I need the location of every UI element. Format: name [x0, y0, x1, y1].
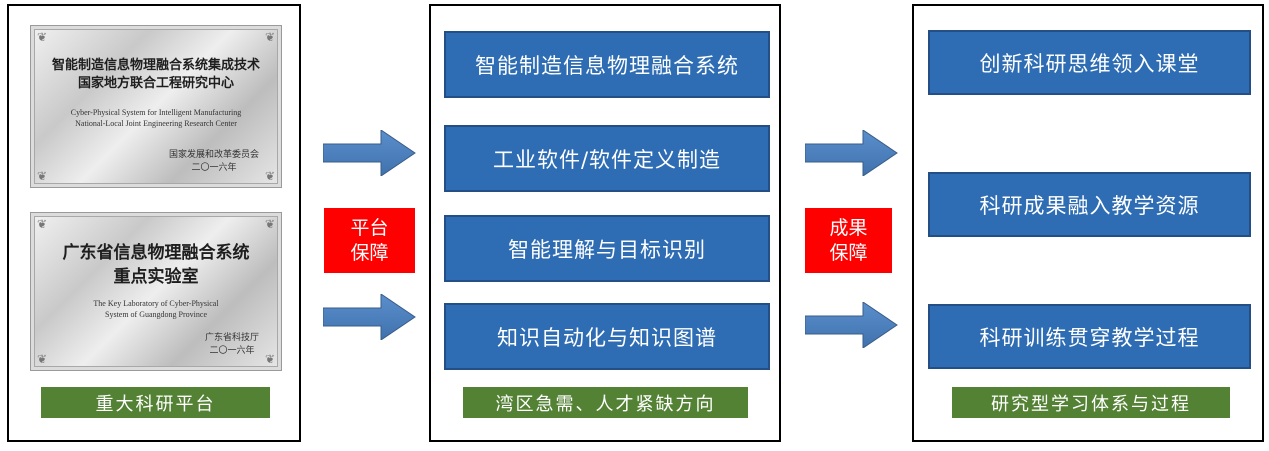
direction-label: 湾区急需、人才紧缺方向: [463, 387, 748, 418]
platform-guarantee-label: 平台 保障: [324, 208, 415, 273]
plaque-en-line1: The Key Laboratory of Cyber-Physical: [93, 299, 219, 308]
learning-system-label: 研究型学习体系与过程: [952, 387, 1230, 418]
plaque-en-line2: System of Guangdong Province: [105, 310, 207, 319]
direction-item-knowledge-graph: 知识自动化与知识图谱: [444, 303, 770, 370]
platform-guarantee-line1: 平台: [350, 216, 389, 239]
plaque-title-line2: 重点实验室: [113, 267, 199, 287]
corner-ornament-icon: ❦: [264, 217, 275, 231]
direction-item-target-recognition: 智能理解与目标识别: [444, 215, 770, 282]
plaque-en-line1: Cyber-Physical System for Intelligent Ma…: [70, 108, 242, 117]
outcome-item-research-thinking: 创新科研思维领入课堂: [928, 30, 1251, 95]
arrow-right-icon: [805, 130, 898, 176]
issuer-name: 国家发展和改革委员会: [168, 150, 259, 160]
corner-ornament-icon: ❦: [264, 30, 275, 44]
corner-ornament-icon: ❦: [37, 30, 48, 44]
middle-panel: 智能制造信息物理融合系统 工业软件/软件定义制造 智能理解与目标识别 知识自动化…: [429, 4, 781, 442]
corner-ornament-icon: ❦: [37, 217, 48, 231]
corner-ornament-icon: ❦: [37, 352, 48, 366]
plaque-issuer: 国家发展和改革委员会 二〇一六年: [169, 149, 259, 175]
platform-label: 重大科研平台: [41, 387, 270, 418]
direction-item-industrial-software: 工业软件/软件定义制造: [444, 125, 770, 192]
plaque-issuer: 广东省科技厅 二〇一六年: [205, 332, 259, 358]
plaque-en-line2: National-Local Joint Engineering Researc…: [75, 119, 237, 128]
issuer-year: 二〇一六年: [209, 346, 255, 356]
plaque-key-laboratory: ❦ ❦ ❦ ❦ 广东省信息物理融合系统 重点实验室 The Key Labora…: [30, 212, 282, 371]
arrow-right-icon: [323, 130, 416, 176]
arrow-right-icon: [805, 302, 898, 348]
plaque-engineering-center: ❦ ❦ ❦ ❦ 智能制造信息物理融合系统集成技术 国家地方联合工程研究中心 Cy…: [30, 25, 282, 188]
direction-item-cps: 智能制造信息物理融合系统: [444, 31, 770, 98]
plaque-title-line2: 国家地方联合工程研究中心: [77, 76, 234, 91]
outcome-item-teaching-resources: 科研成果融入教学资源: [928, 172, 1251, 237]
plaque-title-line1: 广东省信息物理融合系统: [62, 243, 250, 263]
results-guarantee-line1: 成果: [829, 216, 868, 239]
issuer-name: 广东省科技厅: [204, 333, 259, 343]
right-panel: 创新科研思维领入课堂 科研成果融入教学资源 科研训练贯穿教学过程 研究型学习体系…: [912, 4, 1264, 442]
plaque-title-line1: 智能制造信息物理融合系统集成技术: [51, 58, 260, 73]
outcome-item-teaching-process: 科研训练贯穿教学过程: [928, 304, 1251, 369]
results-guarantee-label: 成果 保障: [805, 208, 892, 273]
results-guarantee-line2: 保障: [829, 241, 868, 264]
corner-ornament-icon: ❦: [264, 169, 275, 183]
corner-ornament-icon: ❦: [264, 352, 275, 366]
corner-ornament-icon: ❦: [37, 169, 48, 183]
left-panel: ❦ ❦ ❦ ❦ 智能制造信息物理融合系统集成技术 国家地方联合工程研究中心 Cy…: [7, 4, 301, 442]
platform-guarantee-line2: 保障: [350, 241, 389, 264]
arrow-right-icon: [323, 294, 416, 340]
issuer-year: 二〇一六年: [191, 163, 237, 173]
